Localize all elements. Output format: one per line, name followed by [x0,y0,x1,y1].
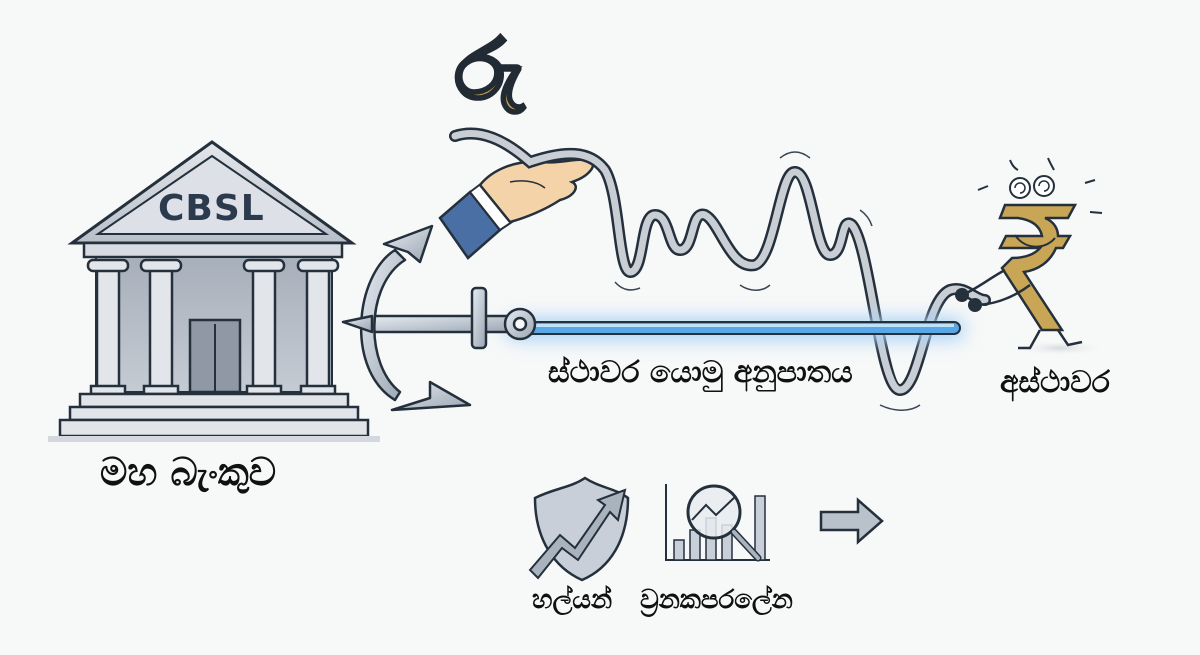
sinhala-rupee-symbol: රු [454,23,526,118]
anchor-icon [341,224,537,412]
shield-icon-label: හල්යන් [532,585,613,615]
hand-icon [438,158,595,260]
fixed-peg-bar [505,318,965,340]
floating-label: අස්ථාවර [1000,365,1110,400]
shield-growth-icon [528,476,630,582]
chart-magnifier-icon [665,484,770,562]
bank-pediment-text: CBSL [158,188,265,229]
chart-icon-label: ව්‍රනකපරලේන [640,585,793,615]
arrow-right-icon [819,497,884,545]
central-bank-building [48,140,380,442]
volatile-rope [449,127,991,411]
central-bank-label: මහ බැංකුව [100,450,277,494]
fixed-peg-label: ස්ථාවර යොමු අනුපාතය [548,355,853,390]
rupee-character [955,157,1105,356]
